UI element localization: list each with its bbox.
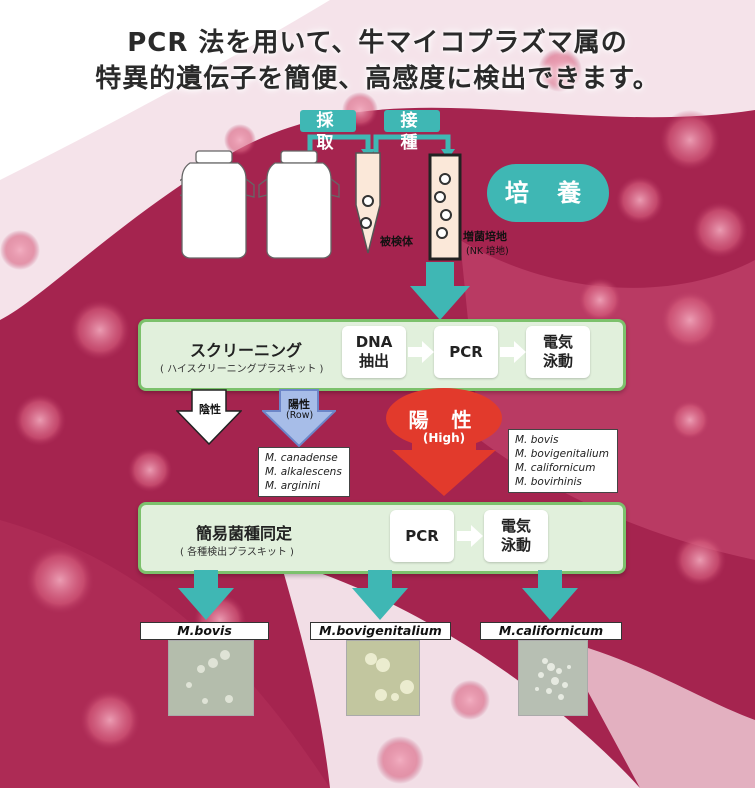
milk-can-icon <box>180 150 255 259</box>
sampling-illustration <box>180 134 462 261</box>
culture-badge: 培 養 <box>487 164 609 222</box>
specimen-tube-icon <box>355 152 381 254</box>
species-item: M. bovirhinis <box>515 476 582 488</box>
positive-arrow-icon <box>386 388 502 496</box>
species-item: M. californicum <box>515 462 596 474</box>
pcr-step: PCR <box>390 510 454 562</box>
screening-subtitle: ( ハイスクリーニングプラスキット ) <box>160 364 324 375</box>
species-label-bovis: M.bovis <box>140 622 269 640</box>
arrow-right-icon <box>408 341 434 363</box>
species-item: M. alkalescens <box>265 466 342 478</box>
headline-line-2: 特異的遺伝子を簡便、高感度に検出できます。 <box>95 64 660 94</box>
down-arrow-icon <box>352 570 408 620</box>
negative-label: 陰性 <box>199 403 221 416</box>
enrichment-sub-label: (NK 培地) <box>466 246 509 257</box>
electrophoresis-step: 電気 泳動 <box>484 510 548 562</box>
positive-label: 陽 性 <box>408 408 480 432</box>
electrophoresis-step: 電気 泳動 <box>526 326 590 378</box>
inoculate-tag: 接 種 <box>384 110 440 153</box>
colony-micrograph-bovigenitalium <box>346 640 420 716</box>
weak-species-list: M. canadense M. alkalescens M. arginini <box>258 447 350 497</box>
species-label-californicum: M.californicum <box>480 622 622 640</box>
identification-title: 簡易菌種同定 <box>196 524 293 543</box>
high-species-list: M. bovis M. bovigenitalium M. californic… <box>508 429 618 493</box>
enrichment-tube-icon <box>428 153 462 261</box>
colony-micrograph-bovis <box>168 640 254 716</box>
specimen-label: 被検体 <box>380 235 413 248</box>
weak-positive-label: 陽性 <box>288 398 310 411</box>
headline-line-1: PCR 法を用いて、牛マイコプラズマ属の <box>127 28 628 58</box>
dna-extraction-step: DNA 抽出 <box>342 326 406 378</box>
species-item: M. arginini <box>265 480 321 492</box>
weak-positive-arrow-icon <box>262 389 336 447</box>
arrow-right-icon <box>457 525 483 547</box>
milk-can-icon <box>258 150 340 259</box>
positive-sub: (High) <box>422 431 466 445</box>
down-arrow-icon <box>522 570 578 620</box>
species-label-bovigenitalium: M.bovigenitalium <box>310 622 451 640</box>
colony-micrograph-californicum <box>518 640 588 716</box>
down-arrow-icon <box>178 570 234 620</box>
species-item: M. bovis <box>515 434 559 446</box>
species-item: M. bovigenitalium <box>515 448 609 460</box>
enrichment-label: 増菌培地 <box>463 230 507 243</box>
identification-subtitle: ( 各種検出プラスキット ) <box>180 547 294 558</box>
negative-arrow-icon <box>176 389 242 445</box>
weak-positive-sub: (Row) <box>286 410 314 421</box>
arrow-right-icon <box>500 341 526 363</box>
species-item: M. canadense <box>265 452 338 464</box>
collect-tag: 採 取 <box>300 110 356 153</box>
screening-title: スクリーニング <box>190 341 303 360</box>
pcr-step: PCR <box>434 326 498 378</box>
down-arrow-icon <box>410 262 470 320</box>
